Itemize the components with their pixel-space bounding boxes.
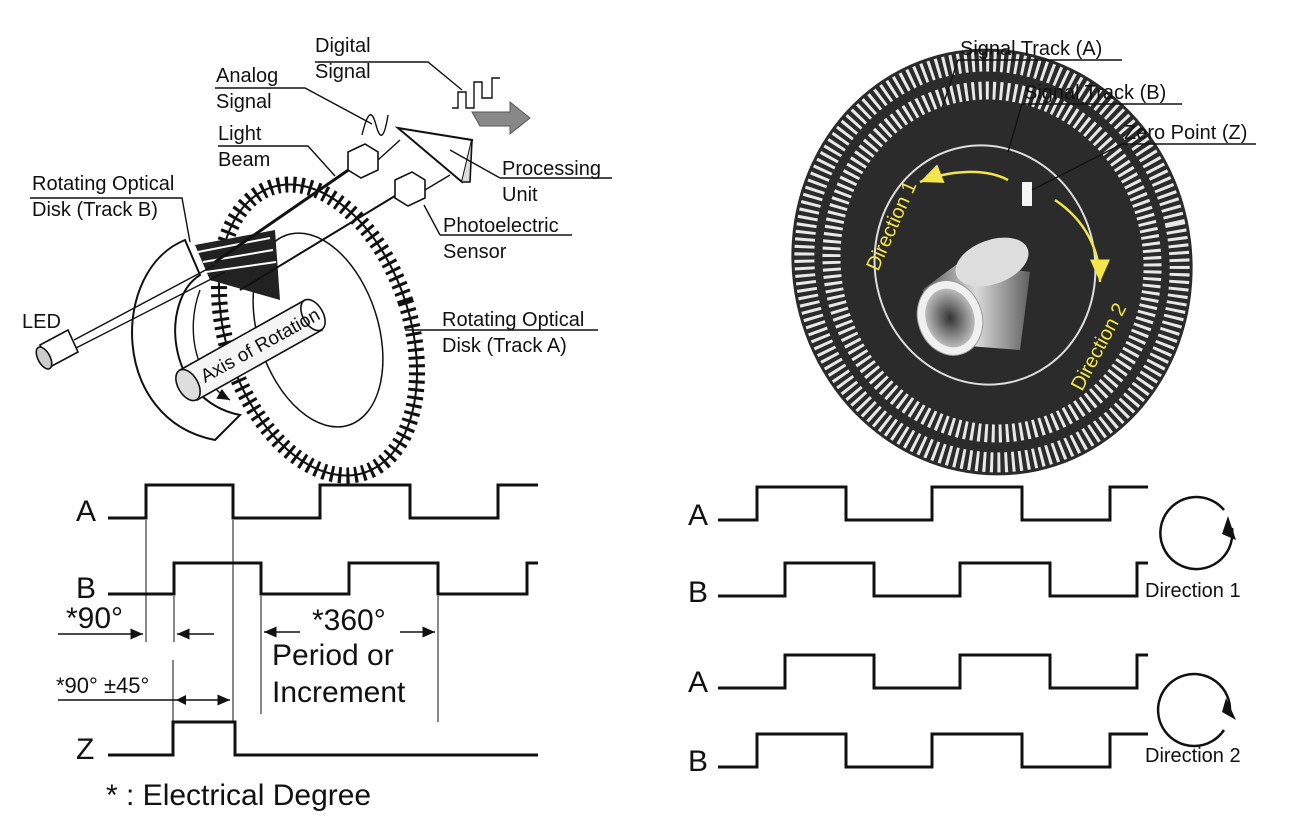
direction-1-arrow-icon	[919, 164, 1009, 184]
clockwise-circle-icon	[1159, 495, 1236, 571]
label-b-2: B	[688, 745, 708, 778]
timing-diagram-left: A B Z *90° *90° ±45° *360° Period or Inc…	[56, 483, 538, 812]
label-a: A	[76, 495, 96, 528]
label-z: Z	[76, 733, 94, 766]
counterclockwise-circle-icon	[1156, 672, 1236, 748]
period-360-label: *360°	[312, 604, 386, 637]
led-icon	[35, 264, 226, 370]
optical-disk-track-b	[131, 230, 280, 442]
zero-point-label: Zero Point (Z)	[1124, 122, 1247, 144]
waveform-b	[108, 561, 538, 596]
direction-2-arrow-icon	[1054, 198, 1110, 283]
led-label: LED	[22, 311, 61, 333]
waveform-b-direction-1	[718, 561, 1148, 598]
waveform-a-direction-2	[718, 653, 1148, 690]
label-a-1: A	[688, 499, 708, 532]
timing-diagram-right: A B A B Direction 1 Direction 2	[688, 485, 1241, 778]
processing-unit-icon	[394, 126, 474, 184]
waveform-a-direction-1	[718, 485, 1148, 522]
photoelectric-sensor-icon	[347, 139, 451, 207]
code-disk: Direction 1 Direction 2 Signal Track (A)…	[791, 38, 1256, 476]
phase-90-tolerance-label: *90° ±45°	[56, 673, 149, 698]
label-b-1: B	[688, 576, 708, 609]
signal-track-b-slots	[822, 81, 1162, 443]
signal-track-b-label: Signal Track (B)	[1024, 82, 1166, 104]
waveform-a	[108, 483, 538, 520]
phase-90-label: *90°	[66, 602, 123, 635]
light-beam-a	[214, 160, 361, 264]
direction-1-label: Direction 1	[1145, 580, 1241, 602]
hub-icon	[916, 237, 1030, 356]
analog-wave-icon	[361, 114, 389, 136]
direction-2-label: Direction 2	[1145, 745, 1241, 767]
output-arrow-icon	[471, 100, 531, 136]
signal-track-a-slots	[794, 51, 1190, 473]
label-a-2: A	[688, 666, 708, 699]
label-b: B	[76, 572, 96, 605]
digital-signal-label-2: Signal	[315, 61, 371, 83]
period-text-line2: Increment	[272, 676, 406, 709]
light-beam-b	[239, 187, 409, 291]
zero-point-slot	[1022, 182, 1032, 206]
period-text-line1: Period or	[272, 639, 394, 672]
digital-signal-label: Digital	[315, 35, 371, 57]
signal-track-a-label: Signal Track (A)	[960, 38, 1102, 60]
digital-wave-icon	[452, 77, 500, 109]
waveform-b-direction-2	[718, 732, 1148, 769]
footnote: * : Electrical Degree	[106, 779, 371, 812]
encoder-assembly: Axis of Rotation	[30, 35, 612, 484]
waveform-z	[108, 720, 538, 757]
